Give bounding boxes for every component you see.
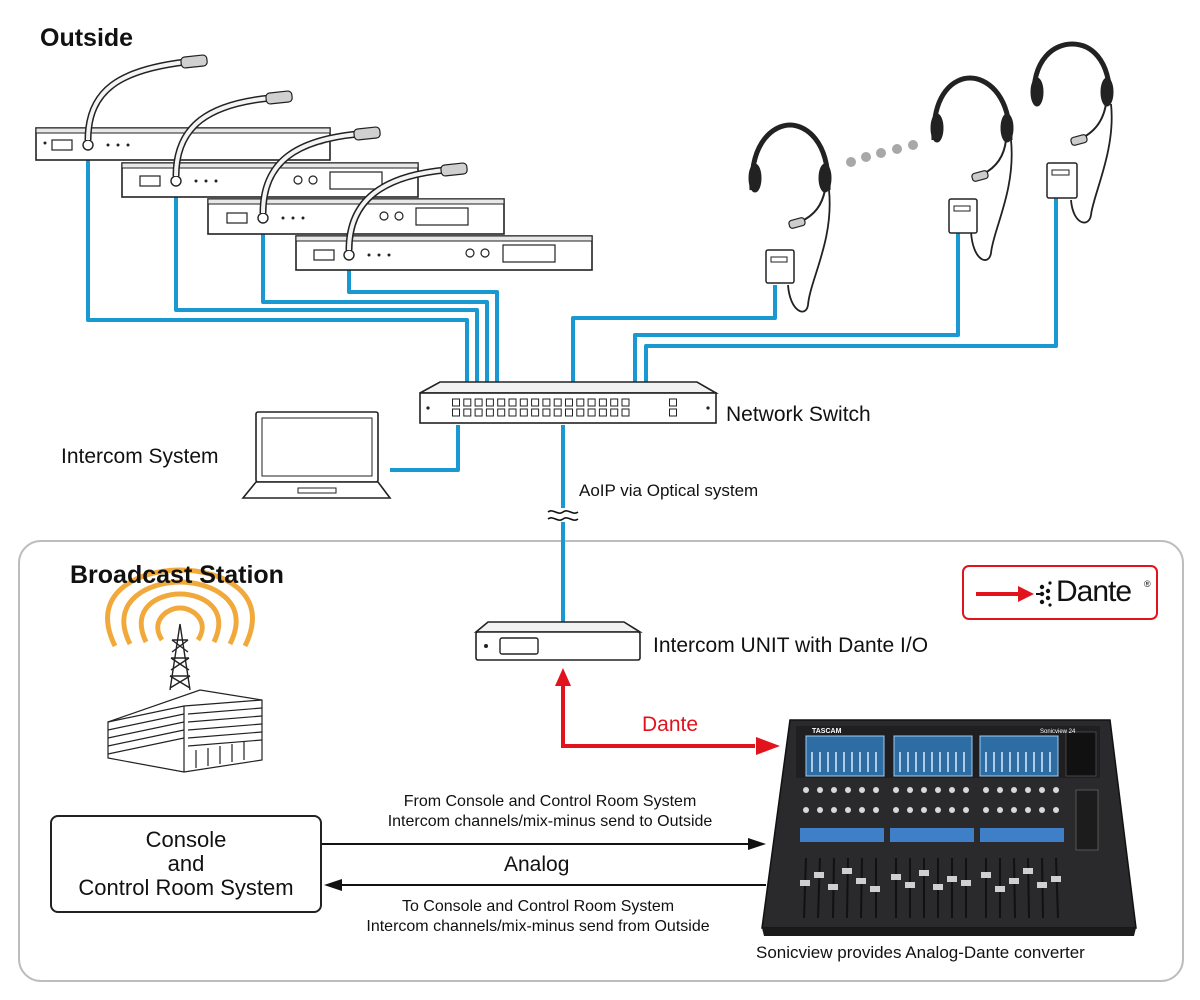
network-switch-label: Network Switch (726, 403, 871, 426)
switch-port (519, 398, 528, 407)
switch-port (621, 408, 630, 417)
rack-panel-4 (295, 162, 593, 271)
switch-port (497, 398, 506, 407)
switch-port (565, 408, 573, 417)
analog-label: Analog (504, 853, 570, 876)
switch-port (587, 398, 596, 407)
switch-port (598, 408, 607, 417)
switch-port (531, 398, 540, 407)
switch-port (542, 408, 551, 417)
switch-port (497, 408, 506, 417)
switch-port (474, 408, 483, 417)
switch-port (508, 408, 517, 417)
headset-1 (748, 122, 832, 313)
switch-port (669, 408, 677, 417)
switch-port (669, 398, 677, 407)
console-button-strip (800, 789, 1099, 851)
intercom-unit (473, 621, 643, 661)
cable-panel-2 (174, 197, 479, 382)
dante-link-label: Dante (642, 713, 699, 736)
section-title-outside: Outside (40, 24, 134, 52)
aoip-label: AoIP via Optical system (579, 481, 759, 500)
sonicview-caption: Sonicview provides Analog-Dante converte… (756, 943, 1085, 962)
console-knobs (803, 787, 1059, 813)
intercom-system-label: Intercom System (61, 445, 219, 468)
console-box-line-2: and (167, 851, 205, 876)
switch-ports (452, 398, 677, 417)
switch-port (553, 408, 562, 417)
switch-port (452, 408, 460, 417)
fader-caps (800, 868, 1061, 892)
laptop-icon (241, 411, 392, 499)
ellipsis-dots (846, 140, 918, 167)
network-switch (419, 381, 719, 424)
switch-port (553, 398, 562, 407)
console-screens (805, 735, 1059, 777)
console-box-line-1: Console (145, 827, 227, 852)
intercom-unit-label: Intercom UNIT with Dante I/O (653, 634, 929, 657)
dante-logo-registered-mark: ® (1144, 579, 1151, 589)
switch-port (587, 408, 596, 417)
cable-beltpack-1 (571, 285, 777, 382)
headset-2 (930, 75, 1014, 261)
switch-port (485, 408, 494, 417)
broadcast-tower-icon (105, 567, 263, 773)
switch-port (598, 398, 607, 407)
switch-port (621, 398, 630, 407)
switch-port (474, 398, 483, 407)
cable-laptop (390, 425, 460, 472)
dante-logo: Dante ® (962, 565, 1158, 620)
cable-panel-4 (347, 270, 499, 382)
switch-port (576, 408, 585, 417)
rack-panel-3 (207, 126, 505, 235)
mixing-console (761, 719, 1137, 936)
to-outside-line-1: From Console and Control Room System (403, 793, 697, 810)
dante-logo-text: Dante (1056, 575, 1132, 608)
cable-panel-3 (261, 234, 489, 382)
switch-port (610, 408, 619, 417)
console-brand: TASCAM (812, 728, 842, 735)
switch-port (463, 398, 472, 407)
switch-port (531, 408, 540, 417)
switch-port (452, 398, 460, 407)
from-outside-line-2: Intercom channels/mix-minus send from Ou… (366, 918, 710, 935)
headset-3 (1030, 41, 1114, 224)
switch-port (463, 408, 472, 417)
console-control-room-box: Console and Control Room System (50, 815, 322, 913)
cable-beltpack-2 (633, 233, 960, 382)
switch-port (508, 398, 517, 407)
from-outside-line-1: To Console and Control Room System (401, 898, 675, 915)
console-box-line-3: Control Room System (78, 875, 294, 900)
dante-logo-arrow-icon (976, 581, 1052, 607)
console-model: Sonicview 24 (1040, 729, 1076, 735)
switch-port (576, 398, 585, 407)
from-outside-caption: To Console and Control Room System Inter… (318, 897, 758, 937)
switch-port (565, 398, 573, 407)
to-outside-caption: From Console and Control Room System Int… (330, 792, 770, 832)
section-title-broadcast-station: Broadcast Station (70, 561, 284, 589)
analog-arrows (322, 838, 766, 891)
cable-panel-1 (86, 160, 469, 382)
switch-port (610, 398, 619, 407)
switch-port (542, 398, 551, 407)
cable-break-mark (547, 510, 579, 521)
cable-beltpack-3 (644, 197, 1058, 382)
switch-port (519, 408, 528, 417)
broadcast-station-frame (18, 540, 1184, 982)
dante-connection-arrow (555, 668, 780, 755)
switch-port (485, 398, 494, 407)
network-cables (86, 160, 1058, 622)
to-outside-line-2: Intercom channels/mix-minus send to Outs… (387, 813, 713, 830)
